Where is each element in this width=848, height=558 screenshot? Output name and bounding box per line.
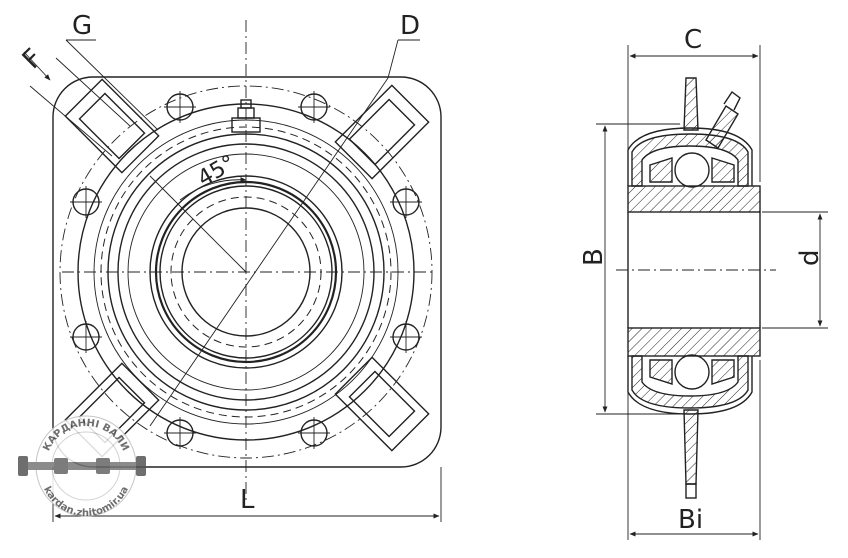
side-section-view: C B d Bi: [579, 25, 828, 540]
bolt-hole: [298, 91, 330, 123]
grease-fitting-icon: [705, 90, 741, 149]
label-l: L: [240, 485, 255, 515]
ball-bottom: [674, 354, 710, 390]
bolt-hole: [164, 417, 196, 449]
bolt-hole: [298, 417, 330, 449]
ball-top: [674, 152, 710, 188]
bolt-hole: [390, 186, 422, 218]
label-b: B: [579, 248, 609, 266]
label-g: G: [72, 11, 92, 41]
label-f: F: [17, 43, 49, 75]
bolt-hole: [164, 91, 196, 123]
bolt-hole: [70, 186, 102, 218]
label-c: C: [684, 25, 702, 55]
inner-ring-section-top: [627, 185, 761, 213]
bolt-hole: [70, 321, 102, 353]
grease-nipple-icon: [231, 99, 261, 133]
bolt-holes: [70, 91, 422, 449]
front-view: G F D 45° L: [17, 11, 442, 522]
flange-outline: [52, 76, 442, 468]
inner-ring-section-bottom: [627, 327, 761, 357]
label-angle: 45°: [194, 151, 240, 192]
label-d-diameter: D: [400, 11, 420, 41]
bolt-hole: [390, 321, 422, 353]
label-bi: Bi: [678, 505, 703, 535]
label-d: d: [795, 249, 825, 266]
driveshaft-icon: [18, 456, 146, 476]
